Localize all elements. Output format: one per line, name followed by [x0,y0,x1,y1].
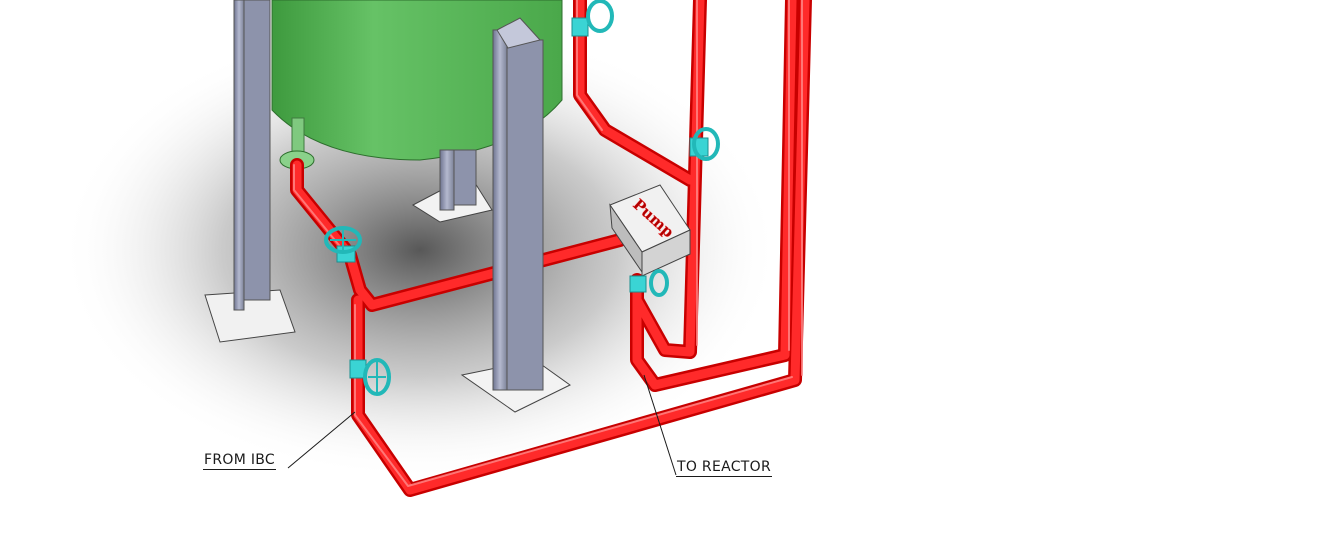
support-column-rear [412,149,493,223]
valve-right-return[interactable] [689,127,720,161]
support-column-left [204,0,296,343]
valve-pump-outlet[interactable] [629,269,669,297]
support-column-center [460,17,571,413]
leader-to-reactor [643,374,677,476]
callout-leaders [287,374,677,476]
pump: Pump [609,184,691,277]
ibc-tank [271,0,563,170]
callout-from-ibc: FROM IBC [203,452,276,470]
leader-from-ibc [287,411,356,469]
callout-to-reactor: TO REACTOR [676,459,772,477]
valve-left-lower[interactable] [349,358,391,396]
valve-top[interactable] [571,0,614,37]
valve-left-upper[interactable] [324,226,362,263]
